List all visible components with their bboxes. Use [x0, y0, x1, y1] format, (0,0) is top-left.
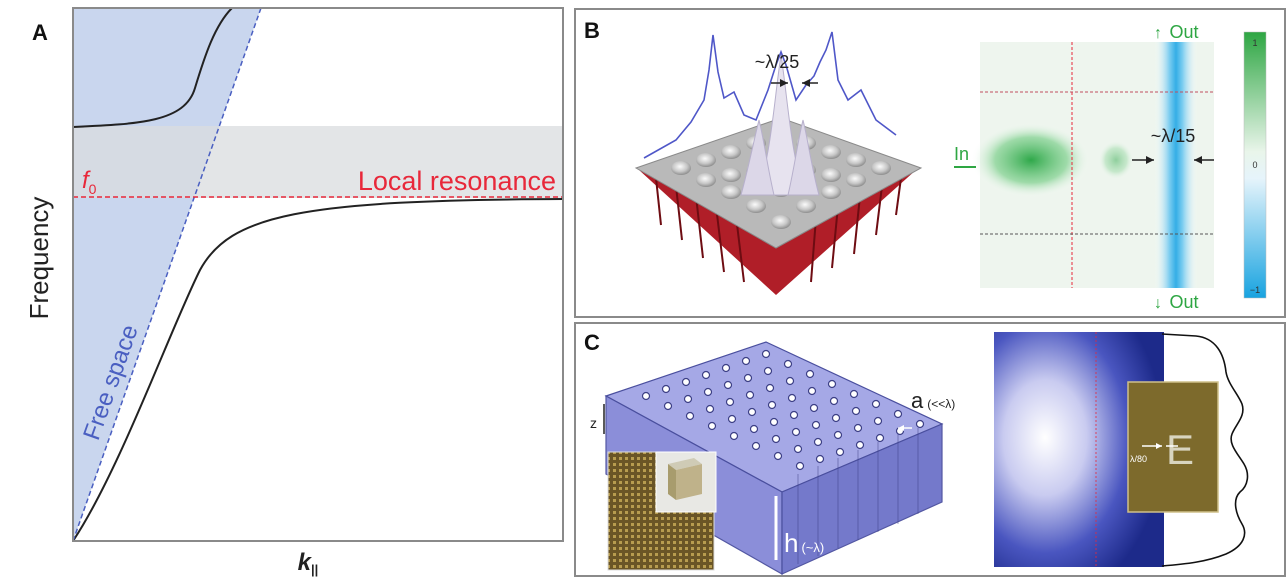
y-axis-label: Frequency: [24, 197, 54, 320]
panel-b-figure: ~λ/25 ~λ/15 In Out ↑ Out ↓: [634, 22, 1267, 312]
pitch-label: a(<<λ): [911, 388, 955, 413]
out-bottom-label: Out: [1169, 292, 1198, 312]
panel-b: B: [574, 8, 1286, 318]
intensity-profile-trace: [643, 31, 897, 159]
z-axis-label: z: [590, 415, 597, 431]
band-gap-region: [73, 126, 563, 198]
panel-c: C: [574, 322, 1286, 577]
focus-profile-trace: [1161, 333, 1249, 567]
lens-3d-render: ~λ/25: [634, 31, 923, 295]
in-label: In: [954, 144, 969, 164]
scale-label: λ/80: [1130, 454, 1147, 464]
panel-b-letter: B: [584, 18, 600, 43]
local-resonance-label: Local resonance: [358, 166, 556, 196]
out-bottom-arrow: ↓: [1154, 295, 1162, 312]
panel-a: A Frequency k|| f0 Local resonance Free …: [0, 0, 570, 577]
height-label: h(~λ): [784, 528, 824, 558]
panel-a-letter: A: [32, 20, 48, 45]
e-letter-icon: E: [1166, 426, 1194, 473]
focus-inset-photo: [1127, 381, 1219, 513]
out-top-arrow: ↑: [1154, 25, 1162, 42]
f0-label: f0: [82, 167, 97, 197]
lower-dispersion-curve: [73, 198, 563, 541]
upper-dispersion-curve: [73, 8, 233, 128]
dispersion-plot: Frequency k|| f0 Local resonance Free sp…: [24, 7, 564, 577]
colorbar-tick-min: −1: [1250, 285, 1260, 295]
focus-image: E λ/80: [994, 332, 1249, 567]
colorbar-tick-max: 1: [1252, 38, 1257, 48]
colorbar-tick-zero: 0: [1252, 160, 1257, 170]
x-axis-label: k||: [298, 549, 319, 577]
plot-frame: [72, 7, 564, 542]
colorbar: 1 0 −1: [1243, 31, 1267, 299]
free-space-line: [73, 8, 262, 541]
panel-c-letter: C: [584, 330, 600, 355]
metamaterial-block: h(~λ) a(<<λ) z: [590, 341, 955, 575]
panel-c-figure: h(~λ) a(<<λ) z E λ/80: [590, 332, 1249, 575]
field-map: ~λ/15 In Out ↑ Out ↓: [954, 22, 1214, 312]
spot-size-label: ~λ/25: [755, 52, 800, 72]
stripe-width-label: ~λ/15: [1151, 126, 1196, 146]
out-top-label: Out: [1169, 22, 1198, 42]
